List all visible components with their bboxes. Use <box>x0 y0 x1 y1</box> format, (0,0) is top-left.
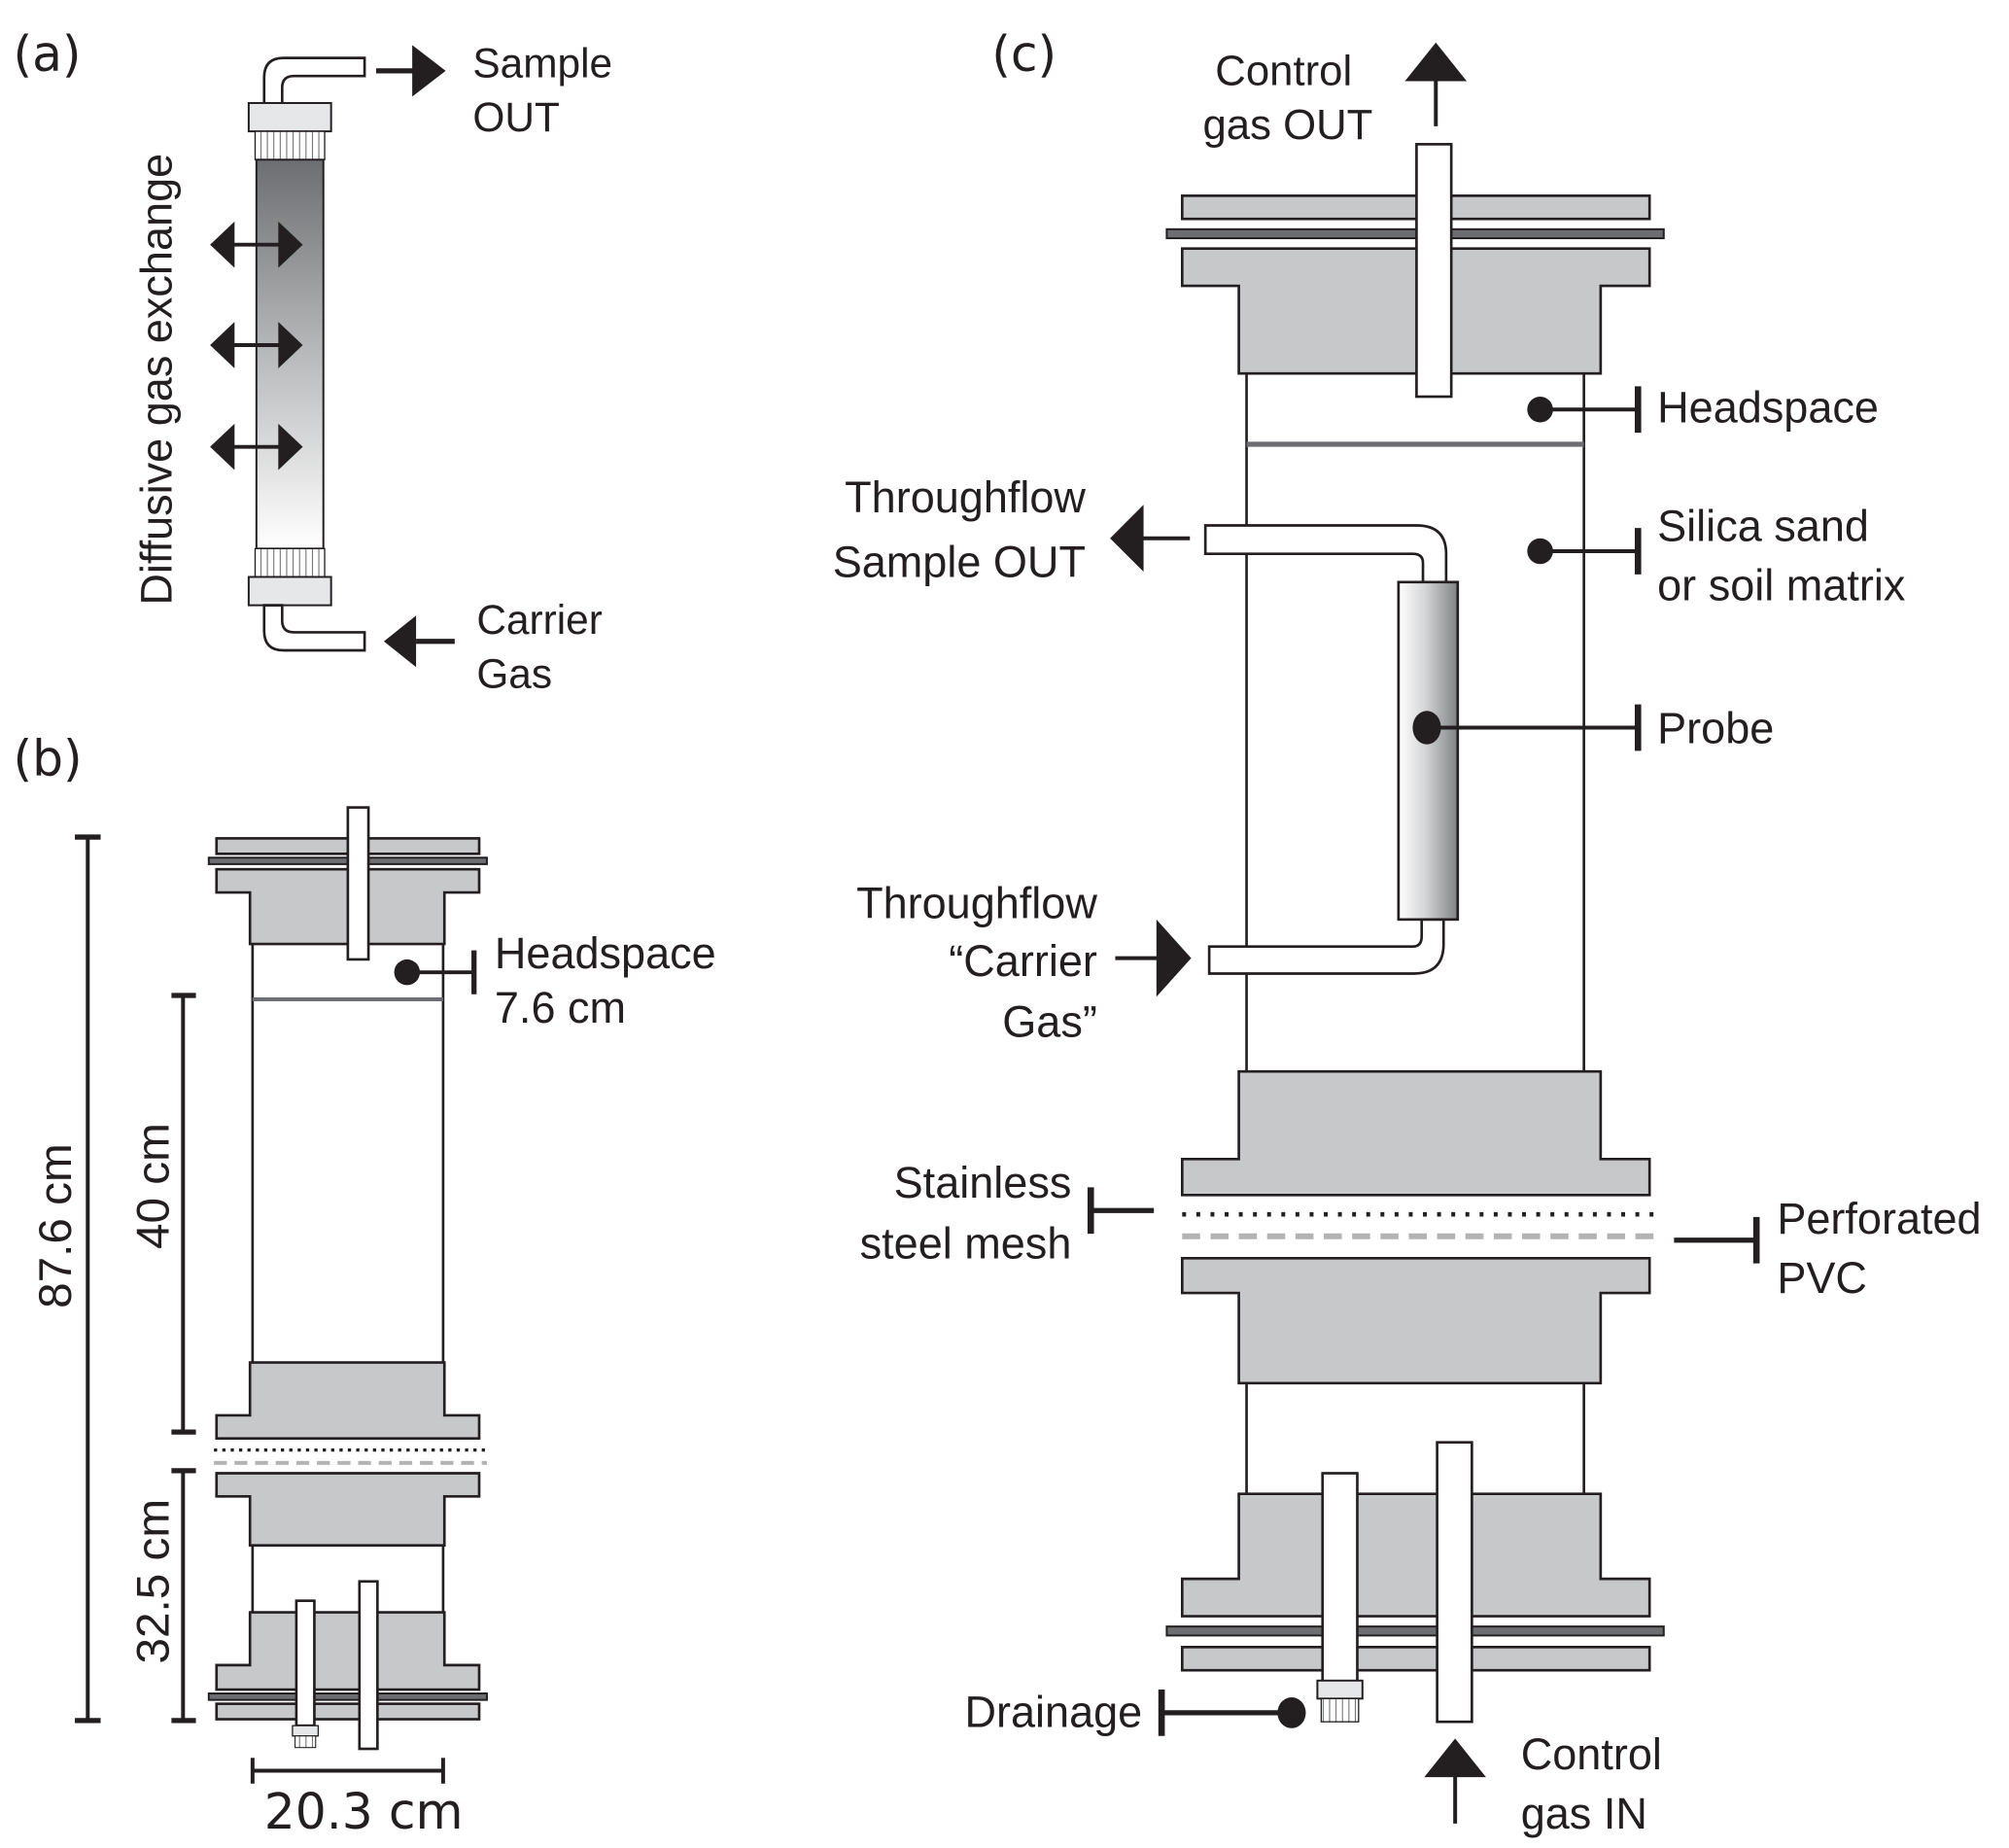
inlet-tube <box>358 1580 379 1751</box>
probe-body <box>1397 580 1460 922</box>
dimension-width <box>250 1758 445 1784</box>
drain-tube <box>1321 1472 1359 1684</box>
arrow-up-icon <box>1404 42 1468 126</box>
silica-sand-label-1: Silica sand <box>1657 501 1869 550</box>
drain-tube <box>294 1599 316 1727</box>
dim-upper-label: 40 cm <box>128 1123 180 1249</box>
throughflow-in-label-2: “Carrier <box>949 936 1097 986</box>
dimension-upper <box>171 993 196 1435</box>
panel-c-label: (c) <box>991 25 1056 83</box>
outlet-tube <box>346 806 370 961</box>
mid-upper-flange <box>215 1361 481 1441</box>
double-arrow-icon <box>210 221 303 268</box>
dimension-lower <box>171 1468 196 1724</box>
panel-b: (b) Headsp <box>13 729 715 1840</box>
throughflow-in-label-1: Throughflow <box>856 879 1097 928</box>
bottom-flange <box>1180 1492 1651 1618</box>
headspace-label: Headspace <box>1657 383 1879 433</box>
dim-lower-label: 32.5 cm <box>128 1499 180 1664</box>
dimension-total <box>75 834 101 1724</box>
control-gas-in-tube <box>1436 1441 1473 1724</box>
mid-lower-flange <box>1180 1256 1651 1385</box>
bottom-gasket <box>207 1692 488 1701</box>
mid-upper-flange <box>1180 1069 1651 1197</box>
bottom-gasket <box>1165 1625 1665 1637</box>
drain-filter <box>294 1735 317 1749</box>
panel-b-label: (b) <box>13 729 82 786</box>
throughflow-out-label-2: Sample OUT <box>833 537 1086 586</box>
perforated-pvc-label-2: PVC <box>1777 1253 1867 1303</box>
drain-cap <box>1316 1679 1364 1700</box>
panel-c: (c) <box>833 25 1982 1838</box>
throughflow-in-label-3: Gas” <box>1002 996 1097 1046</box>
mid-lower-flange <box>215 1472 481 1548</box>
bottom-flange <box>215 1611 481 1691</box>
control-gas-out-label-1: Control <box>1215 47 1352 94</box>
drainage-label: Drainage <box>964 1687 1142 1736</box>
control-gas-out-label-2: gas OUT <box>1203 101 1373 149</box>
carrier-gas-label-1: Carrier <box>476 597 602 643</box>
headspace-marker <box>394 959 421 986</box>
bottom-cap <box>247 575 332 607</box>
top-cap <box>247 101 332 133</box>
headspace-dim-label: 7.6 cm <box>495 983 626 1032</box>
carrier-gas-label-2: Gas <box>476 650 552 696</box>
stainless-mesh-label-1: Stainless <box>894 1158 1072 1207</box>
bottom-fitting <box>254 547 326 578</box>
dim-width-label: 20.3 cm <box>264 1783 464 1840</box>
arrow-left-icon <box>1110 505 1191 573</box>
column-c <box>1165 143 1665 1724</box>
drain-filter <box>1320 1697 1360 1723</box>
double-arrow-icon <box>210 322 303 368</box>
headspace-label: Headspace <box>495 928 716 978</box>
sample-out-label-1: Sample <box>472 40 612 86</box>
panel-a: (a) Diffusive gas exchange <box>13 25 612 697</box>
drain-cap <box>292 1725 320 1737</box>
dim-total-label: 87.6 cm <box>30 1143 82 1308</box>
inlet-elbow-tube <box>262 604 366 652</box>
sample-out-tube <box>1203 524 1448 584</box>
control-gas-in-label-1: Control <box>1521 1729 1662 1779</box>
arrow-up-icon <box>1424 1738 1486 1824</box>
throughflow-out-label-1: Throughflow <box>845 472 1086 522</box>
diffusive-exchange-label: Diffusive gas exchange <box>131 154 181 606</box>
probe-label: Probe <box>1657 703 1774 752</box>
bottom-plate <box>1180 1646 1651 1672</box>
top-fitting <box>254 130 326 160</box>
double-arrow-icon <box>210 423 303 471</box>
control-gas-out-tube <box>1415 143 1453 399</box>
control-gas-in-label-2: gas IN <box>1521 1789 1647 1838</box>
arrow-left-icon <box>383 615 455 668</box>
outlet-elbow-tube <box>262 56 366 124</box>
bottom-plate <box>215 1702 481 1721</box>
perforated-pvc-label-1: Perforated <box>1777 1194 1981 1243</box>
sample-out-label-2: OUT <box>472 94 559 140</box>
carrier-in-tube <box>1207 918 1445 975</box>
panel-a-label: (a) <box>13 25 81 83</box>
silica-sand-label-2: or soil matrix <box>1657 560 1906 610</box>
diffusion-probe <box>247 56 366 652</box>
arrow-right-icon <box>1115 919 1192 997</box>
arrow-right-icon <box>376 45 446 97</box>
column-b <box>207 806 488 1751</box>
stainless-mesh-label-2: steel mesh <box>860 1218 1072 1268</box>
